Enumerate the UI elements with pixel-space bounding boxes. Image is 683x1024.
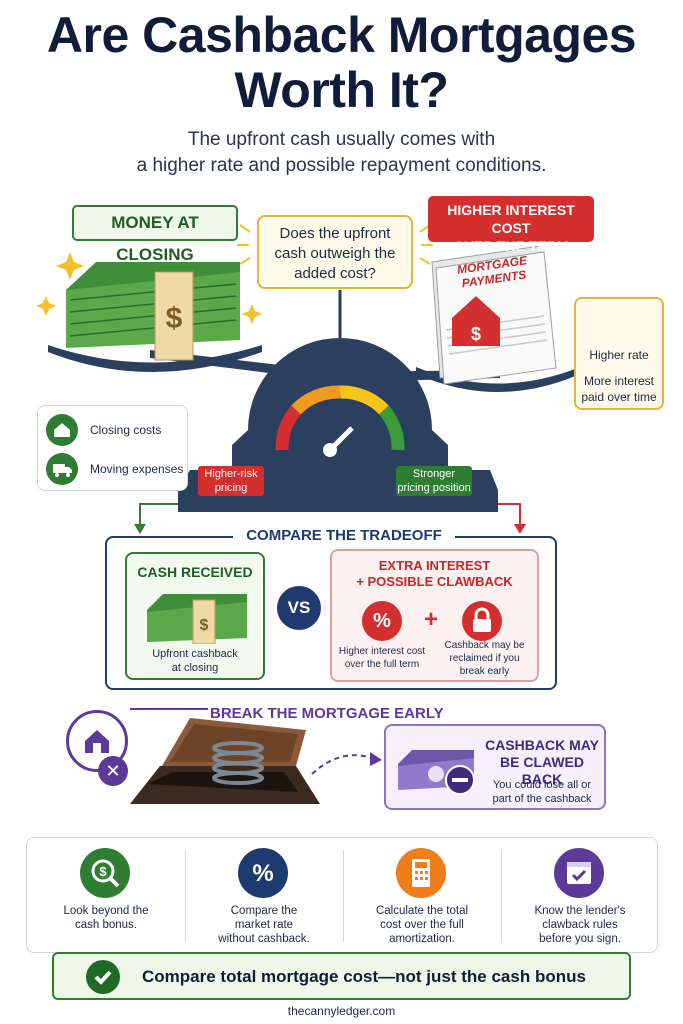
extra-interest-card: EXTRA INTEREST + POSSIBLE CLAWBACK % + H… — [330, 549, 539, 682]
compare-title: COMPARE THE TRADEOFF — [233, 527, 455, 545]
percent-icon: % — [362, 601, 402, 641]
cash-stack-icon: $ — [147, 594, 247, 644]
lock-icon — [462, 601, 502, 641]
truck-icon — [46, 453, 78, 485]
house-icon — [46, 414, 78, 446]
percent-icon: % — [238, 848, 288, 898]
calculator-icon — [396, 848, 446, 898]
calendar-check-icon — [554, 848, 604, 898]
money-at-closing-tag: MONEY AT CLOSING — [72, 205, 238, 264]
cash-stack-icon: $ — [66, 262, 240, 361]
page-subtitle: The upfront cash usually comes with a hi… — [136, 129, 547, 176]
stronger-pricing-pill: Stronger pricing position — [396, 466, 472, 496]
rate-callout: Higher rate More interest paid over time — [574, 297, 664, 410]
question-bubble: Does the upfront cash outweigh the added… — [257, 215, 413, 289]
magnifier-dollar-icon: $ — [80, 848, 130, 898]
svg-text:$: $ — [200, 617, 209, 634]
svg-text:$: $ — [166, 302, 183, 335]
summary-banner: Compare total mortgage cost—not just the… — [52, 952, 631, 1000]
higher-risk-pill: Higher-risk pricing — [198, 466, 264, 496]
close-icon: ✕ — [98, 756, 128, 786]
page-title: Are Cashback Mortgages Worth It? — [46, 7, 637, 118]
house-icon — [66, 710, 128, 772]
list-item: Moving expenses — [46, 453, 186, 485]
cash-received-card: CASH RECEIVED $ Upfront cashback at clos… — [125, 552, 265, 680]
svg-text:%: % — [252, 860, 273, 887]
sparkle-icon — [36, 252, 262, 324]
trapdoor-illustration — [130, 708, 382, 804]
svg-text:$: $ — [471, 324, 481, 344]
upfront-uses-list: Closing costs Moving expenses — [37, 405, 188, 491]
vs-badge: VS — [277, 586, 321, 630]
svg-text:$: $ — [99, 864, 107, 879]
gauge-icon — [275, 385, 405, 457]
checkmark-icon — [86, 960, 120, 994]
break-early-title: BREAK THE MORTGAGE EARLY — [210, 705, 444, 722]
plus-sign: + — [424, 606, 439, 633]
higher-interest-tag: HIGHER INTEREST COST OVER THE TERM — [428, 196, 594, 254]
mortgage-papers-icon: $ — [431, 245, 557, 385]
clawback-card: CASHBACK MAY BE CLAWED BACK You could lo… — [384, 724, 606, 810]
footer-site: thecannyledger.com — [287, 1004, 396, 1018]
list-item: Closing costs — [46, 414, 186, 446]
cash-minus-icon — [398, 750, 475, 795]
